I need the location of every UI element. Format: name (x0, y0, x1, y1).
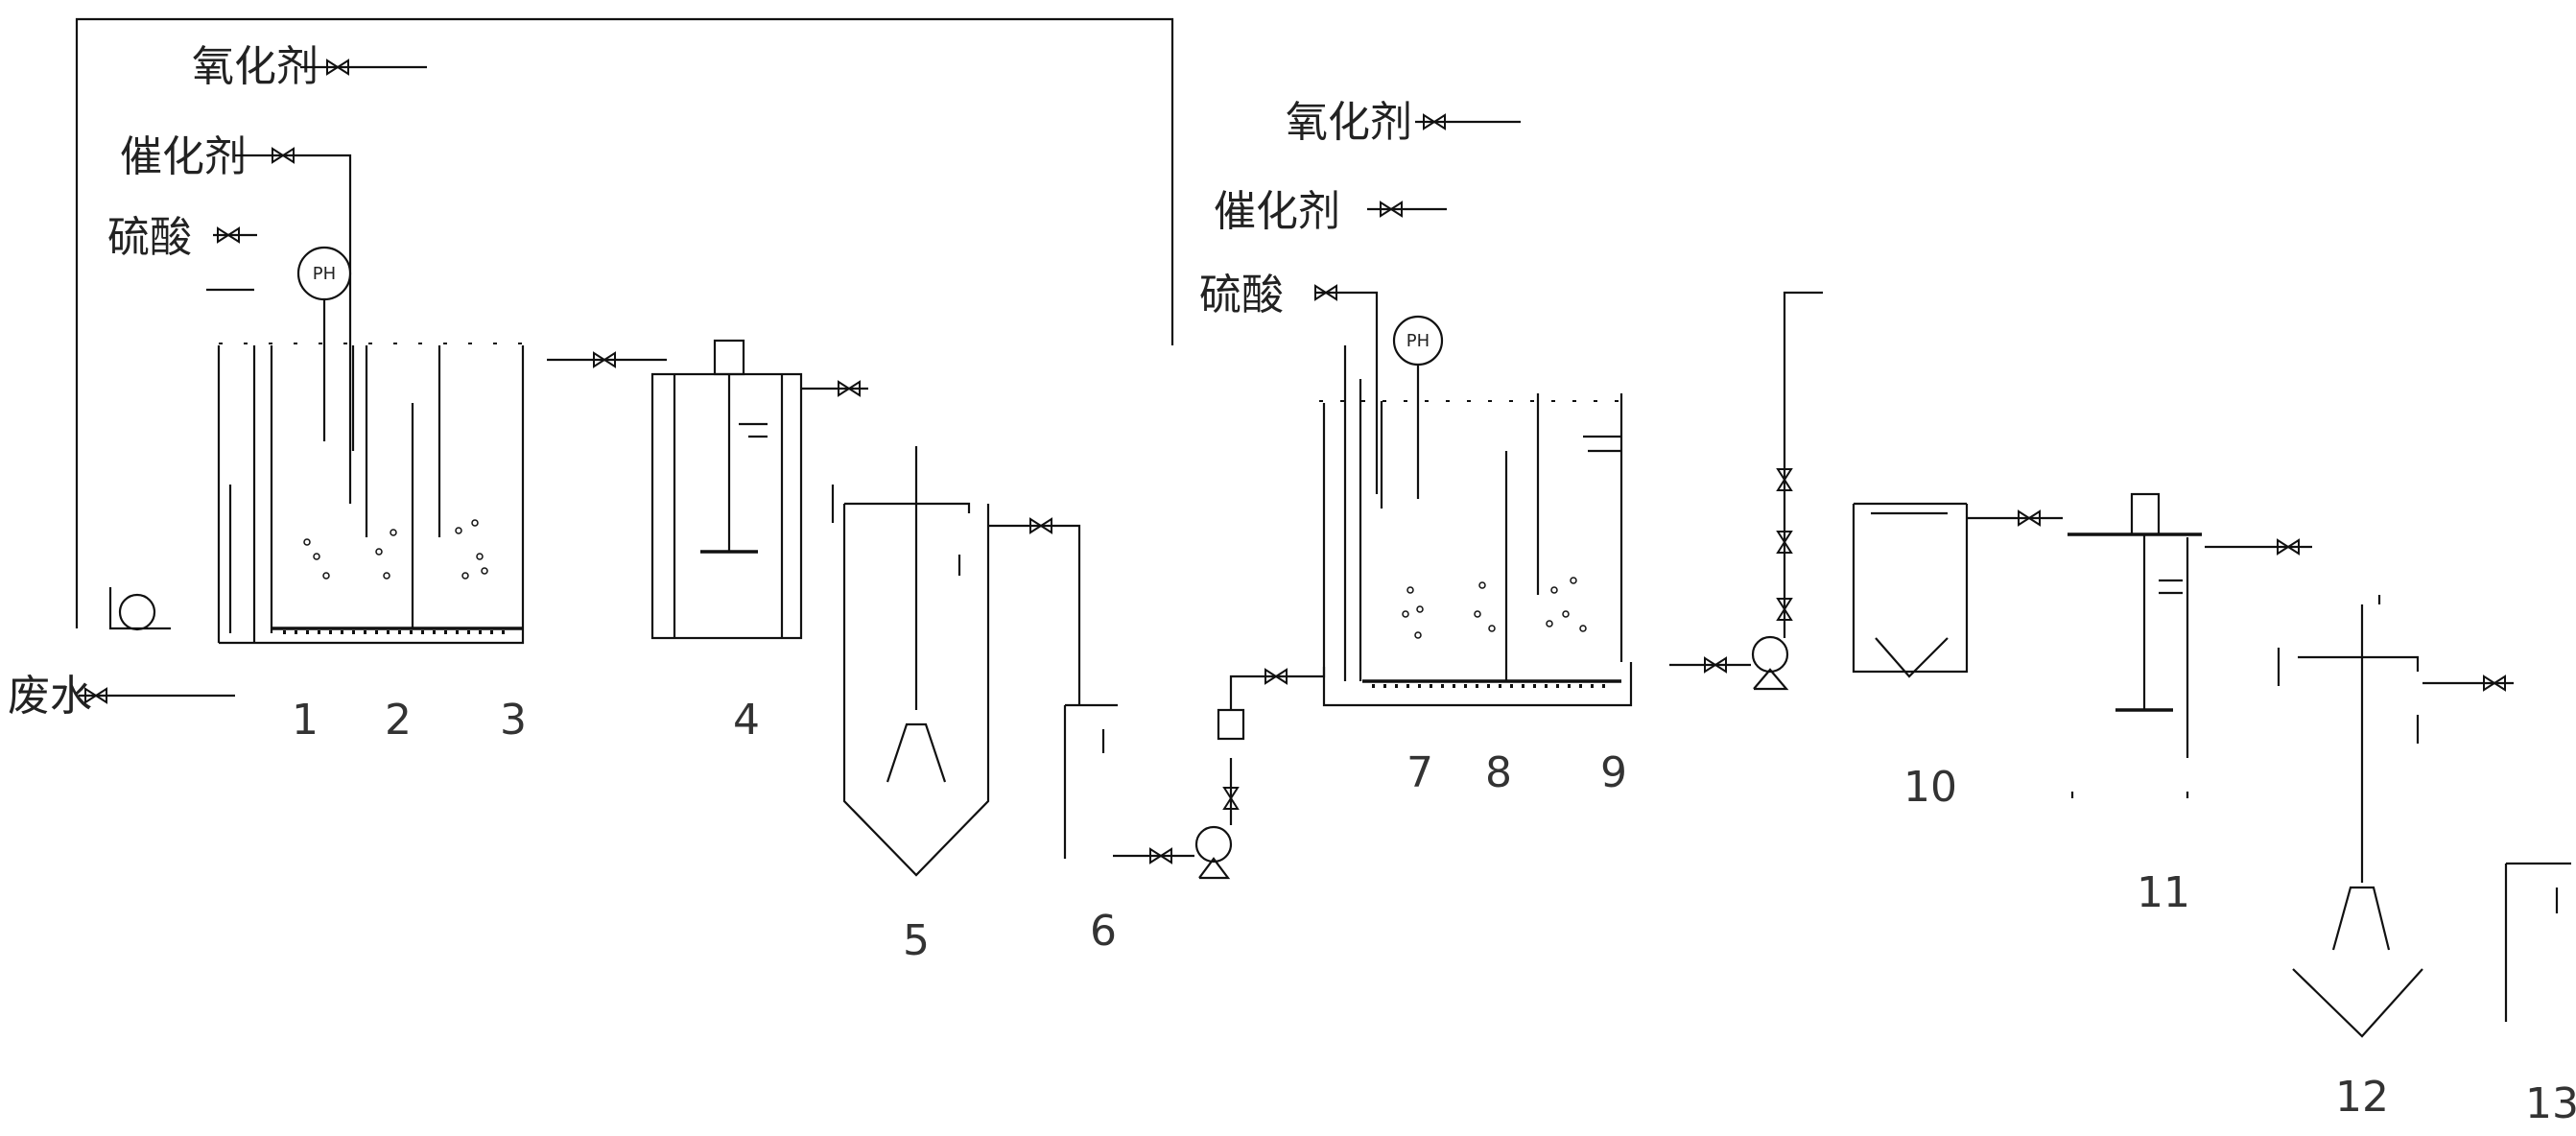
acid-feed-2: 硫酸 (1199, 271, 1379, 494)
label-11: 11 (2137, 868, 2190, 917)
acid-label-2: 硫酸 (1199, 271, 1284, 320)
oxidant-feed-1: 氧化剂 (192, 42, 427, 91)
transfer-pump (1113, 667, 1326, 880)
stirrer-motor-icon-2 (2130, 492, 2161, 536)
ph-meter-2: PH (1392, 315, 1444, 499)
reactor-4: 4 (650, 339, 803, 745)
label-12: 12 (2335, 1073, 2389, 1122)
catalyst-label-1: 催化剂 (120, 132, 247, 181)
feed-pump-icon (118, 593, 156, 631)
oxidant-feed-2: 氧化剂 (1286, 98, 1521, 147)
ph-meter-label-2: PH (1406, 331, 1430, 351)
intermediate-tank-6: 6 (1063, 703, 1118, 956)
pump-icon (1194, 825, 1233, 864)
wastewater-inlet: 废水 (8, 587, 235, 721)
label-9: 9 (1600, 748, 1627, 797)
catalyst-feed-2: 催化剂 (1214, 187, 1447, 236)
catalyst-feed-1: 催化剂 (120, 132, 352, 504)
oxidation-tanks: 7 8 9 (1319, 345, 1633, 797)
oxidant-label-2: 氧化剂 (1286, 98, 1412, 147)
recycle-line (75, 17, 1174, 628)
catalyst-label-2: 催化剂 (1214, 187, 1340, 236)
wastewater-label: 废水 (8, 672, 92, 721)
label-13: 13 (2525, 1079, 2576, 1128)
label-2: 2 (385, 696, 412, 745)
tank-13: 13 (2504, 862, 2576, 1128)
label-10: 10 (1903, 763, 1957, 812)
label-4: 4 (733, 696, 760, 745)
label-6: 6 (1090, 907, 1117, 956)
label-7: 7 (1406, 748, 1433, 797)
pipe-5-6 (988, 524, 1081, 705)
acid-label-1: 硫酸 (107, 213, 192, 262)
oxidant-label-1: 氧化剂 (192, 42, 319, 91)
tank-11: 11 (2068, 492, 2202, 917)
stirrer-motor-icon (713, 339, 745, 376)
flowmeter-icon (1217, 708, 1245, 741)
acid-feed-1: 硫酸 (107, 213, 257, 262)
settler-5: 5 (831, 446, 990, 965)
ph-meter-1: PH (296, 246, 352, 441)
label-1: 1 (292, 696, 319, 745)
discharge-pump (1669, 291, 1823, 691)
pump-icon-2 (1751, 635, 1789, 674)
ph-meter-label-1: PH (313, 264, 336, 284)
label-5: 5 (903, 916, 930, 965)
label-8: 8 (1485, 748, 1512, 797)
pre-oxidation-tanks: 1 2 3 (206, 288, 527, 745)
tank-10: 10 (1852, 502, 1969, 812)
settler-12: 12 (2277, 595, 2423, 1122)
label-3: 3 (500, 696, 527, 745)
